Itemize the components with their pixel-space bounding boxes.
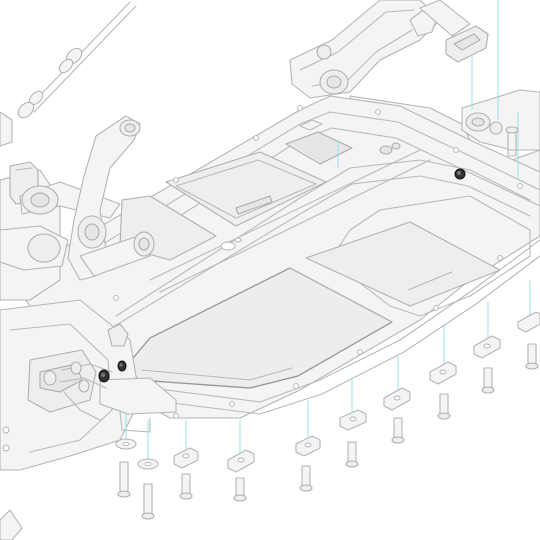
bolt — [391, 417, 405, 444]
bolt — [117, 461, 131, 498]
steering-tie-rod — [0, 1, 137, 147]
nut — [117, 360, 127, 372]
washer — [339, 409, 367, 431]
bolt — [179, 473, 193, 500]
nut — [98, 369, 110, 383]
washer — [137, 458, 159, 470]
leader-lines — [125, 0, 531, 460]
hardware-nuts — [98, 168, 466, 383]
washer — [295, 435, 321, 457]
grommet — [379, 145, 393, 155]
washer — [429, 361, 457, 385]
grommets — [107, 142, 401, 347]
washer — [115, 438, 137, 450]
washer — [173, 447, 199, 469]
front-control-arm — [67, 115, 155, 281]
washer — [383, 387, 411, 411]
bolt — [505, 126, 519, 151]
bolt — [345, 441, 359, 468]
nut — [454, 168, 466, 180]
bolt — [481, 367, 495, 394]
washer — [517, 311, 540, 333]
grommet — [107, 323, 129, 347]
washer — [227, 449, 255, 473]
bolt — [141, 483, 155, 520]
hardware-bolts — [117, 126, 539, 520]
bolt — [233, 477, 247, 502]
washer — [473, 335, 501, 359]
hardware-washers — [115, 311, 540, 473]
bolt — [437, 393, 451, 420]
grommet — [391, 142, 401, 150]
bolt — [525, 343, 539, 370]
bolt — [299, 465, 313, 492]
